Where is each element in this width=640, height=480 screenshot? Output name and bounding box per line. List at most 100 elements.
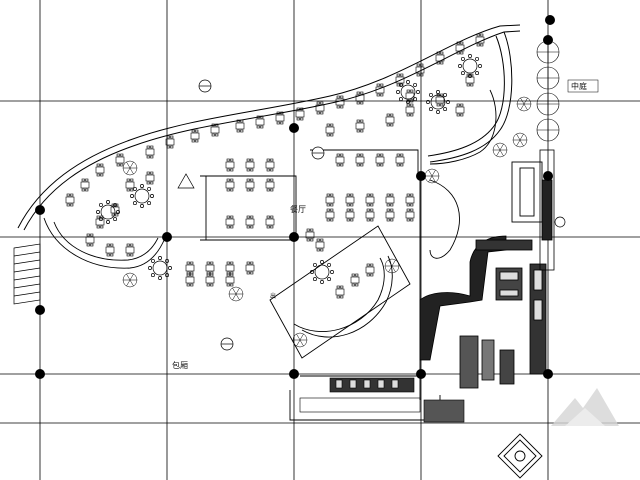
tree-symbol-icon [122,160,138,176]
dining-table-icon [375,83,385,97]
dining-table-icon [225,158,235,172]
column-dot-icon [289,369,299,379]
triangle-mark-icon [177,173,195,189]
dining-table-icon [205,261,215,275]
dining-table-icon [385,208,395,222]
round-table-icon [96,200,120,224]
round-table-icon [130,184,154,208]
dining-table-icon [225,273,235,287]
dining-table-icon [275,111,285,125]
dining-table-icon [350,273,360,287]
tree-symbol-icon [122,272,138,288]
left-booth [43,217,166,269]
dining-table-icon [210,123,220,137]
tree-circle-icon [536,92,560,116]
tree-symbol-icon [292,332,308,348]
dining-table-icon [265,178,275,192]
tree-symbol-icon [492,142,508,158]
column-dot-icon [416,171,426,181]
tree-symbols [122,96,532,348]
round-table-icon [458,54,482,78]
dining-table-icon [85,233,95,247]
dining-table-icon [325,123,335,137]
dining-table-icon [65,193,75,207]
dining-table-icon [415,63,425,77]
curved-facade [17,24,521,231]
dining-table-icon [375,153,385,167]
dining-table-icon [335,285,345,299]
dining-table-icon [245,261,255,275]
dining-table-icon [385,193,395,207]
dining-table-icon [145,145,155,159]
dining-table-icon [335,153,345,167]
dining-table-icon [95,215,105,229]
dining-table-icon [245,215,255,229]
room-label: 包厢 [172,360,188,370]
dining-table-icon [95,163,105,177]
dining-table-icon [125,243,135,257]
dining-table-icon [455,103,465,117]
column-dot-icon [289,232,299,242]
dining-table-icon [315,101,325,115]
dining-table-icon [365,193,375,207]
dining-table-icon [225,178,235,192]
dining-table-icon [345,208,355,222]
round-table-icon [426,90,450,114]
dining-table-icon [255,115,265,129]
bottom-room [497,433,543,479]
dining-table-icon [125,178,135,192]
east-label-frame [567,79,599,93]
dining-table-icon [145,171,155,185]
left-stair-block [13,243,41,305]
dining-table-icon [225,261,235,275]
kitchen [419,149,555,389]
dining-table-icon [190,129,200,143]
column-dot-icon [543,369,553,379]
dining-table-icon [325,193,335,207]
dining-table-icon [475,33,485,47]
dining-table-icon [355,153,365,167]
small-mark: 出 [270,292,276,300]
tree-circle-icon [536,118,560,142]
dining-table-icon [325,208,335,222]
dining-table-icon [305,228,315,242]
dining-tables [65,33,485,299]
column-dot-icon [289,123,299,133]
dining-table-icon [265,215,275,229]
column-dot-icon [35,369,45,379]
tree-symbol-icon [228,286,244,302]
dining-table-icon [365,208,375,222]
dining-table-icon [245,178,255,192]
dining-table-icon [405,103,415,117]
dining-table-icon [315,238,325,252]
dining-table-icon [365,263,375,277]
dining-table-icon [245,158,255,172]
dining-table-icon [435,93,445,107]
column-dot-icon [35,305,45,315]
dining-table-icon [105,243,115,257]
right-booth [429,89,497,165]
dining-table-icon [265,158,275,172]
round-table-icon [310,260,334,284]
dining-table-icon [335,95,345,109]
dining-table-icon [405,208,415,222]
tree-circle-icon [536,66,560,90]
dining-table-icon [385,113,395,127]
tree-symbol-icon [516,96,532,112]
round-table-icon [148,256,172,280]
dining-table-icon [405,89,415,103]
east-label: 中庭 [571,81,587,91]
tree-symbol-icon [424,168,440,184]
dining-table-icon [465,73,475,87]
tree-symbol-icon [512,132,528,148]
dining-table-icon [405,193,415,207]
callouts [198,79,566,351]
dining-table-icon [395,153,405,167]
dining-table-icon [225,215,235,229]
dining-table-icon [185,273,195,287]
center-booth [269,225,411,359]
dining-table-icon [205,273,215,287]
dining-table-icon [435,51,445,65]
round-table-icon [396,80,420,104]
